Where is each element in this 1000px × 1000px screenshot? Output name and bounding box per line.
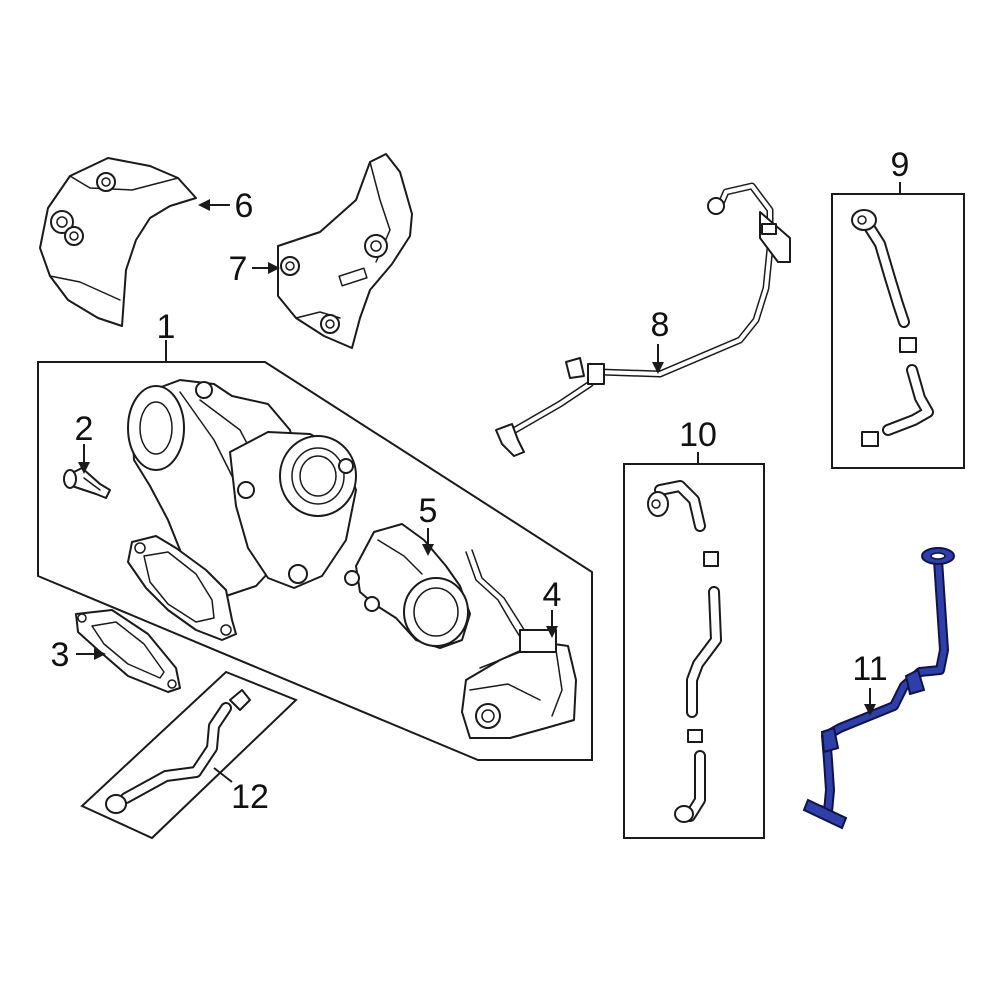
gasket-3[interactable]	[75, 609, 181, 693]
callout-10: 10	[679, 416, 717, 454]
hose-kit-12-box	[80, 670, 298, 840]
hose-12[interactable]	[105, 689, 251, 814]
heat-shield-7[interactable]	[277, 153, 413, 349]
inlet-pipe-5[interactable]	[344, 523, 471, 649]
coolant-line-kit-10-box	[623, 463, 765, 839]
callout-2: 2	[75, 410, 94, 448]
callout-6: 6	[235, 187, 254, 225]
oil-return-kit-9-box	[831, 193, 965, 469]
callout-leaders	[76, 182, 901, 783]
oil-feed-line-8[interactable]	[495, 182, 791, 457]
callout-7: 7	[229, 250, 248, 288]
callout-numbers: 1 2 3 4 5 6 7 8 9 10 11 12	[51, 146, 910, 816]
oil-return-line-11-highlighted[interactable]	[802, 547, 955, 830]
oil-return-hose-9[interactable]	[851, 209, 934, 447]
heat-shield-6[interactable]	[39, 157, 197, 327]
callout-5: 5	[419, 492, 438, 530]
coolant-line-10[interactable]	[647, 480, 722, 823]
callout-12: 12	[231, 778, 269, 816]
turbocharger-1[interactable]	[127, 379, 357, 641]
bolt-2[interactable]	[63, 467, 111, 499]
callout-4: 4	[543, 576, 562, 614]
callout-3: 3	[51, 636, 70, 674]
callout-11: 11	[852, 650, 887, 688]
callout-9: 9	[891, 146, 910, 184]
callout-8: 8	[651, 306, 670, 344]
actuator-4[interactable]	[461, 549, 577, 739]
turbocharger-assembly-box	[37, 361, 593, 761]
callout-1: 1	[157, 308, 176, 346]
